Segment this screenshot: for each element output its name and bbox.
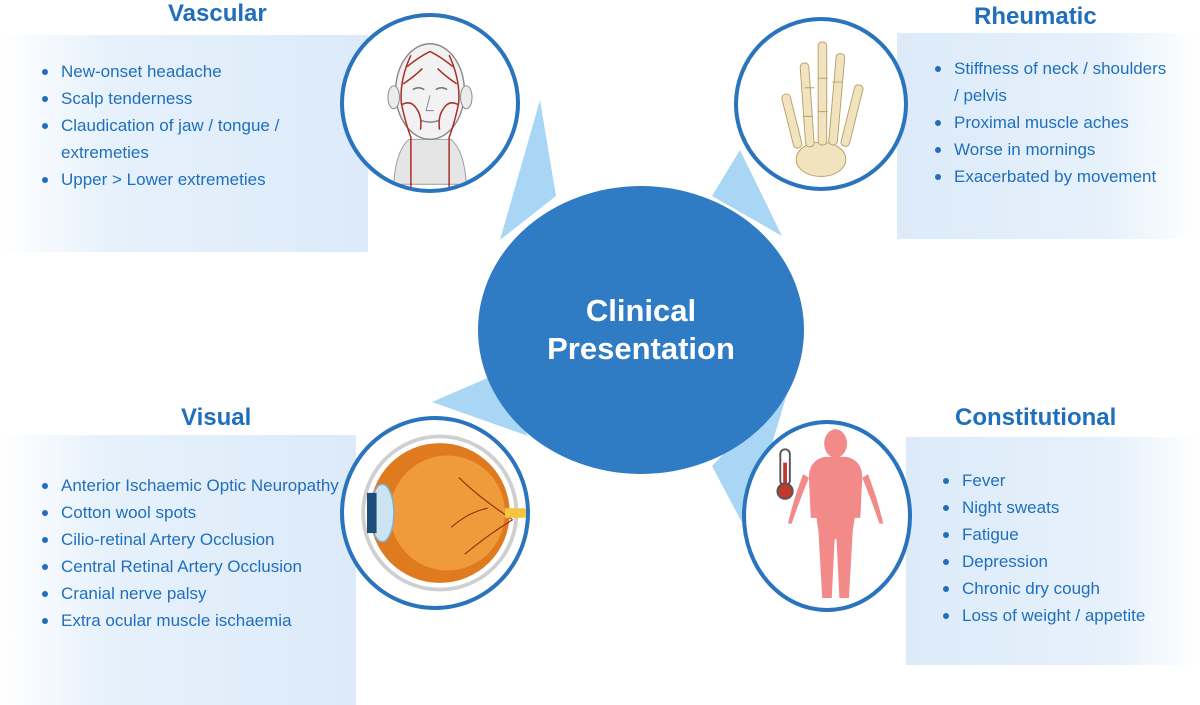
list-item: Exacerbated by movement — [932, 163, 1172, 190]
rheumatic-heading: Rheumatic — [974, 3, 1097, 30]
list-item: Cilio-retinal Artery Occlusion — [39, 526, 339, 553]
list-item: Fever — [940, 467, 1195, 494]
eye-anatomy-icon — [340, 416, 530, 610]
list-item: Scalp tenderness — [39, 85, 339, 112]
list-item: Night sweats — [940, 494, 1195, 521]
constitutional-panel — [906, 437, 1200, 665]
hand-bones-icon — [734, 17, 908, 191]
list-item: Cranial nerve palsy — [39, 580, 339, 607]
list-item: New-onset headache — [39, 58, 339, 85]
face-vessels-icon — [340, 13, 520, 193]
constitutional-heading: Constitutional — [955, 404, 1117, 431]
clinical-presentation-hub: Clinical Presentation — [478, 186, 804, 474]
vascular-panel — [0, 35, 368, 252]
list-item: Loss of weight / appetite — [940, 602, 1195, 629]
visual-connector — [432, 376, 528, 436]
list-item: Central Retinal Artery Occlusion — [39, 553, 339, 580]
fever-body-icon — [742, 420, 912, 612]
list-item: Upper > Lower extremeties — [39, 166, 339, 193]
constitutional-list: Fever Night sweats Fatigue Depression Ch… — [940, 467, 1195, 629]
visual-heading: Visual — [181, 404, 252, 431]
rheumatic-panel — [897, 33, 1200, 239]
list-item: Chronic dry cough — [940, 575, 1195, 602]
vascular-list: New-onset headache Scalp tenderness Clau… — [39, 58, 339, 193]
list-item: Claudication of jaw / tongue / extremeti… — [39, 112, 339, 166]
list-item: Depression — [940, 548, 1195, 575]
hub-title-line-1: Clinical — [585, 293, 697, 328]
list-item: Extra ocular muscle ischaemia — [39, 607, 339, 634]
visual-panel — [0, 435, 356, 705]
hub-title-line-2: Presentation — [547, 331, 735, 366]
visual-list: Anterior Ischaemic Optic Neuropathy Cott… — [39, 472, 339, 634]
vascular-heading: Vascular — [168, 0, 267, 27]
list-item: Fatigue — [940, 521, 1195, 548]
list-item: Proximal muscle aches — [932, 109, 1172, 136]
vascular-connector — [500, 100, 556, 240]
list-item: Worse in mornings — [932, 136, 1172, 163]
list-item: Stiffness of neck / shoulders / pelvis — [932, 55, 1172, 109]
rheumatic-connector — [712, 150, 782, 236]
rheumatic-list: Stiffness of neck / shoulders / pelvis P… — [932, 55, 1172, 190]
list-item: Cotton wool spots — [39, 499, 339, 526]
constitutional-connector — [712, 384, 790, 530]
list-item: Anterior Ischaemic Optic Neuropathy — [39, 472, 339, 499]
